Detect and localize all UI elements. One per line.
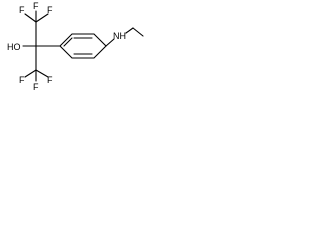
atom-f-top-right: F xyxy=(47,5,53,15)
bond-cf3-bot-f-right xyxy=(35,69,49,78)
bond-cf3-top-f-left xyxy=(24,13,37,23)
atom-f-bot-right: F xyxy=(47,75,53,85)
atom-hydroxyl: HO xyxy=(7,42,21,52)
bond-ethyl-1-2 xyxy=(132,27,144,37)
bonds xyxy=(22,10,144,82)
ring-double-bond-3 xyxy=(63,37,73,47)
atom-f-top-mid: F xyxy=(33,1,39,11)
molecule-drawing: F F F HO F F F NH xyxy=(7,1,144,92)
structure-diagram: F F F HO F F F NH xyxy=(0,0,146,92)
atom-f-bot-mid: F xyxy=(33,82,39,92)
atom-labels: F F F HO F F F NH xyxy=(7,1,126,92)
bond-ring-nh xyxy=(105,38,115,47)
bond-cf3-top-f-right xyxy=(35,13,49,23)
atom-amine: NH xyxy=(113,31,126,41)
bond-cf3-bot-f-left xyxy=(24,69,37,78)
bond-nh-ethyl-1 xyxy=(125,27,134,34)
atom-f-top-left: F xyxy=(19,5,25,15)
atom-f-bot-left: F xyxy=(19,75,25,85)
